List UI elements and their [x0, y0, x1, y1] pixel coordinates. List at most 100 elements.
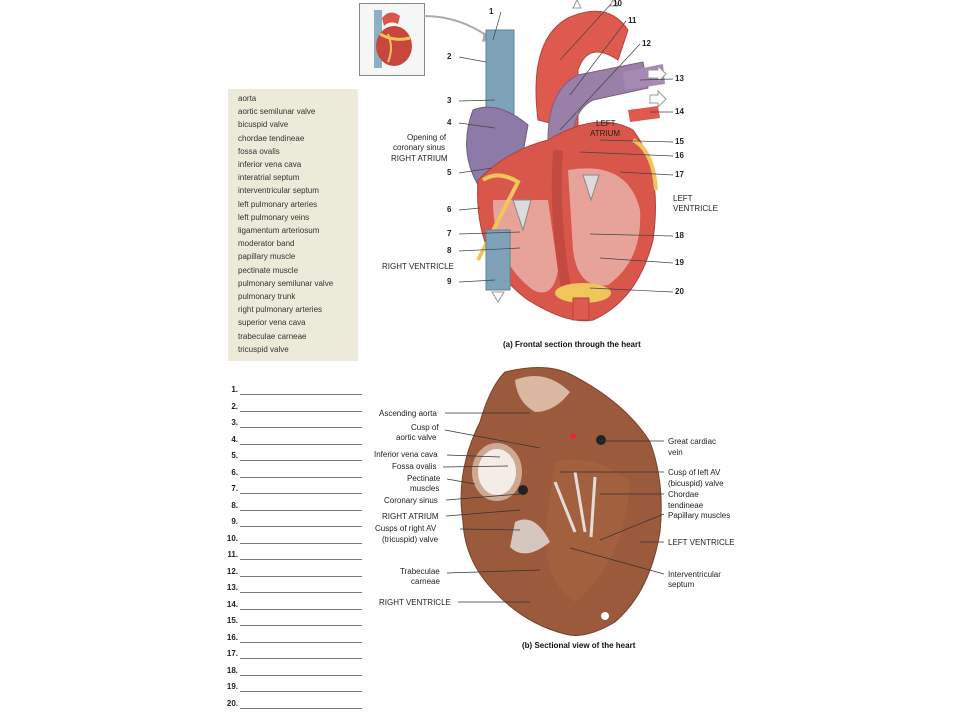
photo-leader-line	[446, 478, 476, 485]
blank-number: 8.	[231, 500, 238, 510]
photo-leader-line	[446, 569, 541, 574]
photo-label: LEFT VENTRICLE	[668, 538, 735, 547]
structure-label: RIGHT VENTRICLE	[382, 262, 454, 271]
photo-leader-line	[445, 509, 521, 517]
leader-line	[589, 233, 674, 237]
photo-label: Cusp of	[411, 423, 439, 432]
photo-label: Coronary sinus	[384, 496, 438, 505]
answer-line[interactable]	[240, 674, 362, 676]
leader-line	[458, 122, 496, 129]
leader-line	[458, 231, 521, 235]
answer-line[interactable]	[240, 625, 362, 626]
structure-label: coronary sinus	[393, 143, 446, 152]
structure-label: LEFT	[596, 119, 616, 128]
callout-number: 1	[489, 7, 494, 16]
photo-label: tendineae	[668, 501, 704, 510]
blank-number: 20.	[226, 698, 238, 708]
blank-number: 7.	[231, 484, 238, 493]
callout-number: 18	[675, 231, 684, 240]
word-bank-item: papillary muscle	[238, 252, 296, 262]
leader-line	[559, 3, 612, 61]
blank-number: 12.	[226, 566, 238, 576]
blank-number: 13.	[226, 583, 238, 592]
answer-line[interactable]	[240, 410, 362, 412]
word-bank-item: inferior vena cava	[238, 160, 302, 169]
callout-number: 10	[613, 0, 622, 8]
answer-line[interactable]	[240, 575, 362, 577]
figure-a-caption: (a) Frontal section through the heart	[503, 340, 641, 349]
photo-label: RIGHT ATRIUM	[382, 512, 439, 521]
photo-label: carneae	[411, 577, 440, 586]
blank-number: 16.	[226, 632, 238, 642]
photo-label: Ascending aorta	[379, 409, 437, 418]
blank-number: 15.	[226, 616, 238, 625]
answer-line[interactable]	[240, 526, 362, 527]
figure-b-caption: (b) Sectional view of the heart	[522, 641, 636, 650]
leader-line	[458, 279, 496, 283]
answer-line[interactable]	[240, 608, 362, 610]
photo-label: aortic valve	[396, 433, 437, 442]
word-bank-item: bicuspid valve	[238, 120, 289, 130]
photo-label: Cusp of left AV	[668, 468, 721, 477]
answer-line[interactable]	[240, 509, 362, 511]
photo-label: Inferior vena cava	[374, 450, 438, 459]
answer-line[interactable]	[240, 476, 362, 478]
photo-label: Chordae	[668, 490, 699, 499]
blank-number: 14.	[226, 599, 238, 609]
blank-number: 18.	[226, 665, 238, 675]
photo-leader-line	[569, 547, 665, 575]
word-bank-item: interventricular septum	[238, 186, 319, 196]
leader-line	[569, 20, 627, 96]
photo-label: (tricuspid) valve	[382, 535, 439, 544]
structure-label: LEFT	[673, 194, 693, 203]
photo-label: Papillary muscles	[668, 511, 731, 520]
structure-label: ATRIUM	[590, 129, 621, 138]
answer-line[interactable]	[240, 427, 362, 428]
leader-line	[458, 207, 481, 211]
answer-line[interactable]	[240, 460, 362, 461]
callout-number: 13	[675, 74, 684, 83]
callout-number: 14	[675, 107, 684, 116]
blank-number: 9.	[231, 517, 238, 526]
answer-line[interactable]	[240, 691, 362, 692]
blank-number: 5.	[231, 451, 238, 460]
leader-line	[492, 11, 502, 41]
photo-label: (bicuspid) valve	[668, 479, 724, 488]
word-bank-item: right pulmonary arteries	[238, 305, 323, 315]
leader-line	[599, 139, 674, 143]
callout-number: 15	[675, 137, 684, 146]
word-bank-item: ligamentum arteriosum	[238, 226, 320, 235]
blank-number: 4.	[231, 434, 238, 444]
word-bank-item: pulmonary trunk	[238, 292, 296, 301]
answer-line[interactable]	[240, 641, 362, 643]
photo-label: muscles	[410, 484, 440, 493]
photo-leader-line	[459, 528, 521, 531]
callout-number: 6	[447, 205, 452, 214]
blank-number: 11.	[227, 550, 238, 559]
word-bank-item: tricuspid valve	[238, 344, 289, 354]
photo-label: septum	[668, 580, 695, 589]
callout-number: 4	[447, 118, 452, 127]
answer-line[interactable]	[240, 592, 362, 593]
callout-number: 7	[447, 229, 452, 238]
structure-label: Opening of	[407, 133, 447, 142]
answer-line[interactable]	[240, 707, 362, 709]
answer-line[interactable]	[240, 394, 362, 395]
photo-leader-line	[444, 429, 541, 449]
blank-number: 2.	[231, 401, 238, 411]
structure-label: RIGHT ATRIUM	[391, 154, 448, 163]
photo-label: Great cardiac	[668, 437, 717, 446]
answer-line[interactable]	[240, 658, 362, 659]
leader-line	[458, 99, 496, 102]
photo-label: Fossa ovalis	[392, 462, 437, 471]
word-bank-item: left pulmonary arteries	[238, 199, 318, 209]
blank-number: 1.	[231, 385, 238, 394]
word-bank-item: aortic semilunar valve	[238, 107, 316, 117]
answer-line[interactable]	[240, 443, 362, 445]
word-bank-item: pulmonary semilunar valve	[238, 278, 334, 288]
answer-line[interactable]	[240, 493, 362, 494]
answer-line[interactable]	[240, 559, 362, 560]
answer-line[interactable]	[240, 542, 362, 544]
